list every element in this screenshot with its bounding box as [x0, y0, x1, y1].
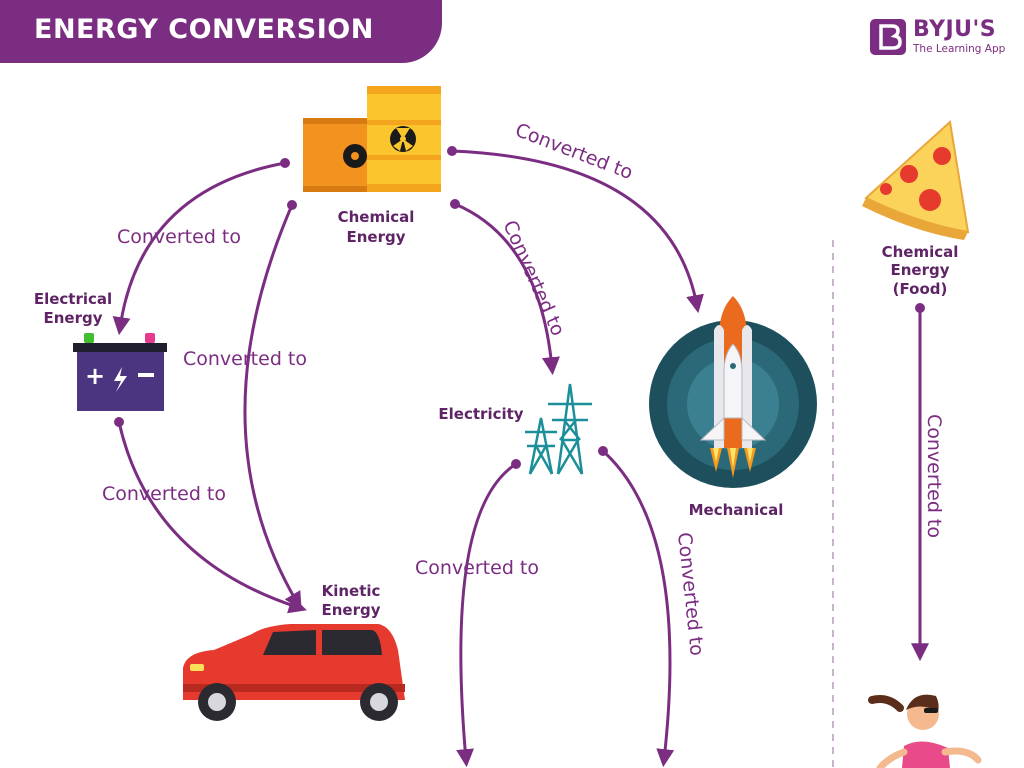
electricity-label: Electricity	[438, 405, 523, 423]
runner-icon	[868, 694, 982, 768]
arrow-electrical-to-kinetic	[117, 421, 307, 614]
arrow-start-dots	[114, 146, 925, 469]
food-energy-label-2: Energy	[890, 261, 949, 279]
kinetic-energy-label-2: Energy	[321, 601, 380, 619]
arrow-electricity-down-right	[601, 449, 675, 768]
battery-icon: +	[73, 333, 167, 411]
electrical-energy-label-2: Energy	[43, 309, 102, 327]
mechanical-label: Mechanical	[689, 501, 784, 519]
brand-logo: BYJU'S The Learning App	[869, 17, 1014, 57]
svg-text:+: +	[85, 362, 105, 390]
arrow-electricity-down-left	[456, 462, 517, 768]
converted-to-label: Converted to	[923, 414, 945, 538]
arrow-chemical-to-kinetic	[243, 204, 302, 611]
title-banner: ENERGY CONVERSION	[0, 0, 442, 63]
food-energy-label-3: (Food)	[893, 280, 948, 298]
converted-to-label: Converted to	[183, 348, 307, 370]
fuel-barrels-icon	[303, 86, 441, 192]
converted-to-label: Converted to	[102, 483, 226, 505]
converted-to-label: Converted to	[117, 226, 241, 248]
converted-to-label: Converted to	[415, 557, 539, 579]
arrows	[112, 149, 929, 768]
chemical-energy-label-1: Chemical	[338, 208, 415, 226]
space-shuttle-icon	[649, 296, 817, 488]
converted-to-label: Converted to	[673, 531, 708, 657]
brand-name: BYJU'S	[913, 17, 997, 42]
arrow-chemical-to-electricity	[454, 202, 560, 376]
kinetic-energy-label-1: Kinetic	[322, 582, 381, 600]
brand-tagline: The Learning App	[913, 43, 1006, 55]
chemical-energy-label-2: Energy	[346, 228, 405, 246]
page-title: ENERGY CONVERSION	[34, 14, 374, 45]
arrow-chemical-to-mechanical	[451, 149, 704, 314]
food-energy-label-1: Chemical	[882, 243, 959, 261]
electrical-energy-label-1: Electrical	[34, 290, 112, 308]
byjus-logo-icon	[870, 19, 906, 55]
power-tower-icon	[525, 383, 592, 475]
pizza-slice-icon	[862, 120, 970, 240]
converted-to-label: Converted to	[498, 217, 569, 339]
converted-to-label: Converted to	[512, 119, 636, 184]
arrow-chemical-to-electrical	[112, 161, 286, 336]
car-icon	[183, 624, 405, 721]
